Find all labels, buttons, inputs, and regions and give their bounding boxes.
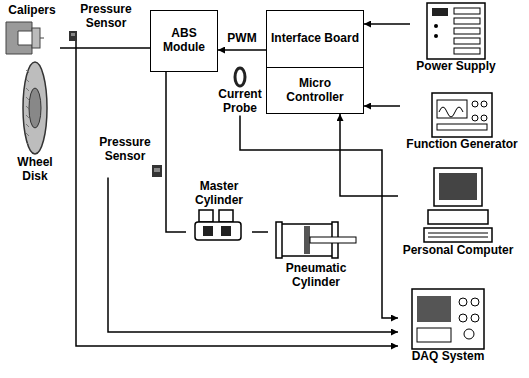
sensor2-icon: [150, 164, 164, 178]
node-label: Micro Controller: [270, 77, 360, 105]
node-label: Pneumatic Cylinder: [268, 262, 364, 290]
node-label: DAQ System: [398, 350, 498, 364]
connector: [76, 41, 398, 346]
node-label: Pressure Sensor: [66, 3, 146, 31]
pc-icon: [422, 166, 494, 244]
connector: [364, 105, 400, 107]
device-node: Power Supply: [410, 2, 502, 74]
device-node: Wheel Disk: [4, 60, 66, 184]
pneu-icon: [274, 218, 358, 262]
device-node: Pressure Sensor: [66, 3, 146, 41]
node-label: Current Probe: [216, 88, 264, 116]
device-node: Function Generator: [400, 92, 524, 152]
node-label: Interface Board: [271, 32, 359, 46]
node-label: Function Generator: [400, 138, 524, 152]
node-label: Wheel Disk: [4, 156, 66, 184]
node-label: Pressure Sensor: [86, 136, 164, 164]
connector: [108, 178, 398, 332]
connector: [252, 231, 268, 233]
connector: [218, 49, 266, 51]
daq-icon: [411, 288, 485, 350]
connector: [340, 114, 398, 196]
device-node: Master Cylinder: [186, 180, 252, 246]
signal-label: PWM: [225, 32, 258, 46]
process-box: ABS Module: [150, 10, 218, 72]
caliper-icon: [4, 18, 44, 58]
node-label: Calipers: [4, 4, 60, 18]
device-node: Current Probe: [216, 66, 264, 116]
device-node: Pressure Sensor: [86, 136, 164, 178]
probe-icon: [232, 66, 248, 88]
sensor-icon: [66, 31, 80, 41]
node-label: Personal Computer: [398, 244, 518, 258]
process-box: Micro Controller: [266, 68, 364, 114]
node-label: ABS Module: [154, 27, 214, 55]
node-label: Power Supply: [410, 60, 502, 74]
master-icon: [193, 208, 245, 246]
device-node: Pneumatic Cylinder: [268, 218, 364, 290]
psu-icon: [426, 2, 486, 60]
node-label: Master Cylinder: [186, 180, 252, 208]
device-node: Calipers: [4, 4, 60, 58]
process-box: Interface Board: [266, 10, 364, 68]
connector: [364, 23, 410, 25]
connector: [240, 116, 398, 318]
connector: [60, 47, 150, 49]
device-node: DAQ System: [398, 288, 498, 364]
fgen-icon: [431, 92, 493, 138]
connector: [166, 72, 186, 232]
device-node: Personal Computer: [398, 166, 518, 258]
wheel-icon: [18, 60, 52, 156]
